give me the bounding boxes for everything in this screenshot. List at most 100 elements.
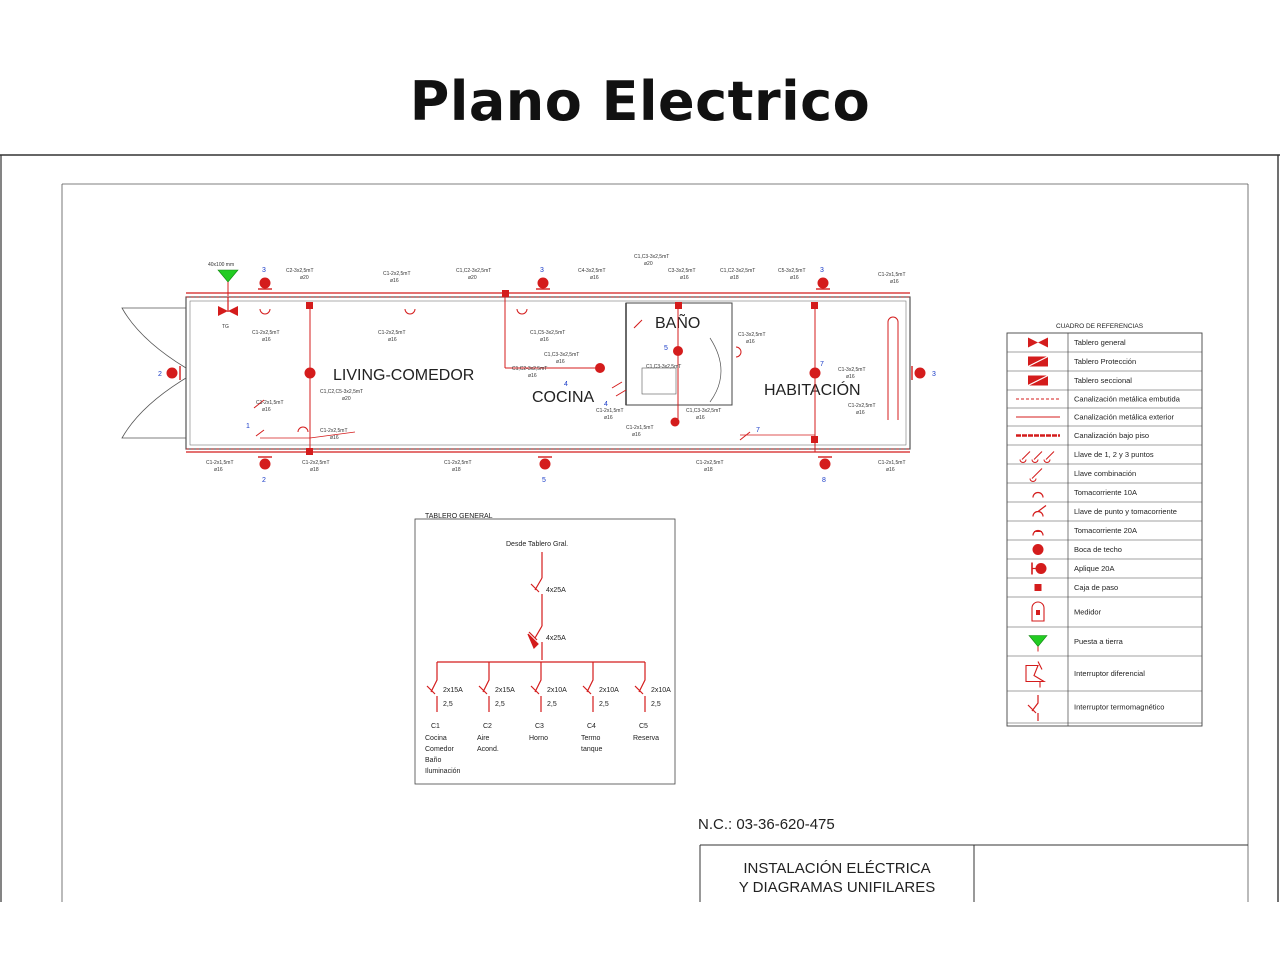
socket [404, 308, 416, 315]
branch-desc: tanque [581, 746, 603, 753]
svg-text:C1-3x2,5mT: C1-3x2,5mT [738, 332, 766, 338]
svg-text:3: 3 [932, 371, 936, 378]
legend-row: Caja de paso [1007, 583, 1202, 598]
junction-box [811, 302, 818, 309]
svg-text:C1-2x2,5mT: C1-2x2,5mT [848, 403, 876, 409]
branch-id: C2 [483, 723, 492, 730]
svg-text:2: 2 [262, 477, 266, 484]
bottom-margin [0, 902, 1280, 960]
svg-text:C1-2x2,5mT: C1-2x2,5mT [378, 330, 406, 336]
svg-text:C1,C2-3x2,5mT: C1,C2-3x2,5mT [720, 268, 755, 274]
branch-section: 2,5 [547, 701, 557, 708]
block-title-line2: Y DIAGRAMAS UNIFILARES [739, 879, 935, 896]
block-title-line1: INSTALACIÓN ELÉCTRICA [743, 860, 930, 877]
legend-label: Aplique 20A [1074, 564, 1114, 573]
branch-section: 2,5 [443, 701, 453, 708]
branch-id: C5 [639, 723, 648, 730]
svg-text:C1-2x1,5mT: C1-2x1,5mT [626, 425, 654, 431]
legend-row: Llave combinación [1007, 468, 1202, 484]
room-bedroom: HABITACIÓN [764, 380, 861, 399]
svg-text:C1,C3-3x2,5mT: C1,C3-3x2,5mT [544, 352, 579, 358]
ceiling-outlet-bedroom [809, 367, 821, 379]
legend-label: Tomacorriente 10A [1074, 488, 1137, 497]
svg-text:C1,C5-3x2,5mT: C1,C5-3x2,5mT [530, 330, 565, 336]
applique [166, 367, 178, 379]
legend-row: Canalización bajo piso [1007, 431, 1202, 446]
svg-text:ø16: ø16 [330, 435, 339, 441]
legend-label: Llave de 1, 2 y 3 puntos [1074, 450, 1154, 459]
branch-breaker [426, 662, 438, 712]
ground-icon [217, 269, 239, 283]
applique [537, 277, 549, 289]
main-breaker-rating: 4x25A [546, 587, 566, 594]
svg-text:ø16: ø16 [388, 337, 397, 343]
svg-text:ø16: ø16 [746, 339, 755, 345]
svg-text:ø16: ø16 [890, 279, 899, 285]
branch-desc: Acond. [477, 746, 499, 753]
svg-text:5: 5 [664, 345, 668, 352]
legend-row: Interruptor diferencial [1007, 661, 1202, 692]
junction-box [675, 302, 682, 309]
general-panel-icon [218, 306, 238, 316]
legend-row: Boca de techo [1007, 544, 1202, 560]
socket [297, 426, 309, 433]
branch-desc: Reserva [633, 735, 659, 742]
legend-label: Boca de techo [1074, 545, 1122, 554]
svg-text:ø20: ø20 [342, 396, 351, 402]
branch-breaker [530, 662, 542, 712]
svg-text:ø16: ø16 [390, 278, 399, 284]
branch-rating: 2x10A [547, 687, 567, 694]
junction-boxes [306, 290, 818, 455]
unifilar-source: Desde Tablero Gral. [506, 541, 568, 548]
combination-switch-icon [1029, 468, 1043, 482]
svg-text:C1,C3-3x2,5mT: C1,C3-3x2,5mT [634, 254, 669, 260]
svg-text:4: 4 [564, 381, 568, 388]
room-living: LIVING-COMEDOR [333, 367, 474, 384]
differential-breaker-icon [1025, 661, 1046, 688]
wall-appliques [166, 277, 926, 470]
applique-icon [1035, 563, 1047, 574]
svg-text:C1,C3-3x2,5mT: C1,C3-3x2,5mT [686, 408, 721, 414]
legend: CUADRO DE REFERENCIAS Tablero generalTab… [1006, 323, 1203, 727]
svg-text:C3-3x2,5mT: C3-3x2,5mT [668, 268, 696, 274]
legend-label: Interruptor diferencial [1074, 669, 1145, 678]
applique [817, 277, 829, 289]
applique [819, 458, 831, 470]
interior-wall-line [189, 300, 907, 446]
junction-box [502, 290, 509, 297]
svg-text:C1-2x1,5mT: C1-2x1,5mT [206, 460, 234, 466]
ceiling-outlet-bath [673, 346, 683, 356]
legend-frame [1006, 332, 1203, 727]
legend-label: Canalización metálica exterior [1074, 413, 1175, 422]
branch-breaker [478, 662, 490, 712]
legend-row: Aplique 20A [1007, 562, 1202, 579]
legend-label: Tomacorriente 20A [1074, 526, 1137, 535]
socket [735, 346, 742, 358]
svg-text:ø18: ø18 [310, 467, 319, 473]
switch-socket-icon [1032, 505, 1047, 517]
svg-text:C1-2x2,5mT: C1-2x2,5mT [444, 460, 472, 466]
svg-text:ø20: ø20 [644, 261, 653, 267]
legend-row: Tomacorriente 10A [1007, 488, 1202, 503]
junction-box [306, 448, 313, 455]
title-block: INSTALACIÓN ELÉCTRICA Y DIAGRAMAS UNIFIL… [699, 844, 1248, 902]
ceiling-outlet-hall [670, 417, 680, 427]
ceiling-outlet-living [304, 367, 316, 379]
applique [259, 277, 271, 289]
legend-row: Medidor [1007, 601, 1202, 628]
svg-text:ø16: ø16 [214, 467, 223, 473]
svg-text:ø16: ø16 [528, 373, 537, 379]
legend-label: Canalización metálica embutida [1074, 395, 1181, 404]
svg-text:ø18: ø18 [452, 467, 461, 473]
svg-text:C1-2x1,5mT: C1-2x1,5mT [878, 272, 906, 278]
svg-text:C1-2x2,5mT: C1-2x2,5mT [383, 271, 411, 277]
svg-text:7: 7 [756, 427, 760, 434]
svg-text:C1,C2,C5-3x2,5mT: C1,C2,C5-3x2,5mT [320, 389, 363, 395]
bedroom-heater [887, 316, 899, 420]
svg-text:ø16: ø16 [886, 467, 895, 473]
socket [259, 308, 271, 315]
svg-text:ø16: ø16 [696, 415, 705, 421]
